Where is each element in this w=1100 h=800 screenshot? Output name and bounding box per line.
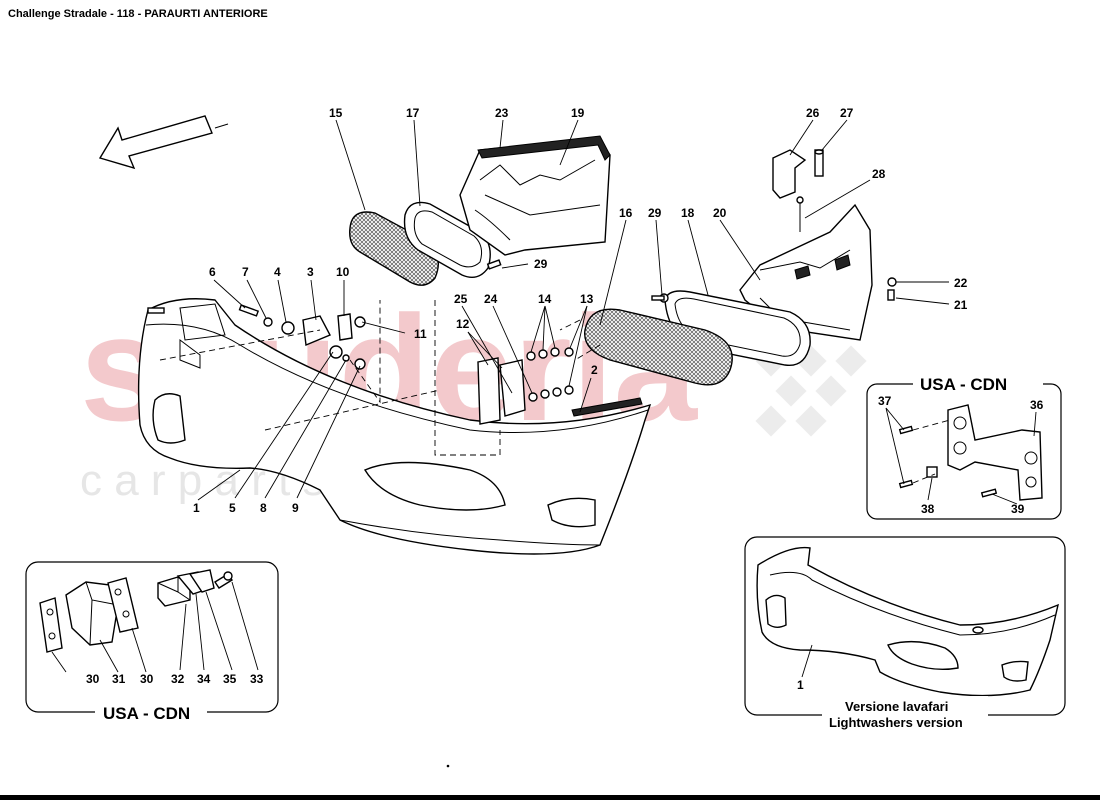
label-4: 4 [274, 265, 281, 279]
bumper-strip [571, 397, 643, 417]
label-37: 37 [878, 394, 892, 408]
label-25: 25 [454, 292, 468, 306]
label-36: 36 [1030, 398, 1044, 412]
label-29-right: 29 [648, 206, 662, 220]
label-32: 32 [171, 672, 185, 686]
leader-lines [159, 119, 950, 501]
label-19: 19 [571, 106, 585, 120]
label-27: 27 [840, 106, 854, 120]
label-26: 26 [806, 106, 820, 120]
hardware-small [147, 259, 897, 425]
label-22: 22 [954, 276, 968, 290]
label-9: 9 [292, 501, 299, 515]
stray-dot [446, 764, 450, 768]
label-16: 16 [619, 206, 633, 220]
label-3: 3 [307, 265, 314, 279]
label-38: 38 [921, 502, 935, 516]
main-labels: 1 2 3 4 5 6 7 8 9 10 11 12 13 14 15 16 1… [193, 106, 968, 515]
page-title: Challenge Stradale - 118 - PARAURTI ANTE… [8, 8, 268, 20]
label-12: 12 [456, 317, 470, 331]
label-8: 8 [260, 501, 267, 515]
inset-usa-cdn-left: USA - CDN 30 31 30 32 34 35 33 [25, 561, 279, 724]
front-bumper [137, 298, 652, 555]
label-14: 14 [538, 292, 552, 306]
label-1-lightwashers: 1 [797, 678, 804, 692]
grille-mesh-left [349, 211, 439, 286]
label-5: 5 [229, 501, 236, 515]
label-34: 34 [197, 672, 211, 686]
label-13: 13 [580, 292, 594, 306]
bracket-26 [772, 149, 824, 232]
label-28: 28 [872, 167, 886, 181]
inset-right-title: USA - CDN [920, 375, 1007, 394]
label-2: 2 [591, 363, 598, 377]
label-17: 17 [406, 106, 420, 120]
grille-frame-left [403, 201, 491, 278]
label-7: 7 [242, 265, 249, 279]
label-24: 24 [484, 292, 498, 306]
label-10: 10 [336, 265, 350, 279]
label-31: 31 [112, 672, 126, 686]
caption-lightwashers-version: Lightwashers version [829, 715, 963, 730]
label-6: 6 [209, 265, 216, 279]
label-15: 15 [329, 106, 343, 120]
label-18: 18 [681, 206, 695, 220]
label-33: 33 [250, 672, 264, 686]
grille-mesh-right [584, 308, 733, 386]
inset-lightwashers: 1 Versione lavafari Lightwashers version [744, 536, 1066, 732]
watermark-checker [755, 345, 867, 437]
label-30-a: 30 [86, 672, 100, 686]
label-1: 1 [193, 501, 200, 515]
bottom-border [0, 795, 1100, 800]
label-30-b: 30 [140, 672, 154, 686]
label-21: 21 [954, 298, 968, 312]
inset-usa-cdn-right: USA - CDN 37 36 38 39 [866, 373, 1062, 520]
air-duct-left [459, 135, 611, 256]
label-29-top: 29 [534, 257, 548, 271]
label-20: 20 [713, 206, 727, 220]
caption-versione-lavafari: Versione lavafari [845, 699, 948, 714]
label-11: 11 [414, 327, 427, 341]
label-35: 35 [223, 672, 237, 686]
label-39: 39 [1011, 502, 1025, 516]
direction-arrow-icon [98, 115, 229, 170]
label-23: 23 [495, 106, 509, 120]
inset-left-title: USA - CDN [103, 704, 190, 723]
